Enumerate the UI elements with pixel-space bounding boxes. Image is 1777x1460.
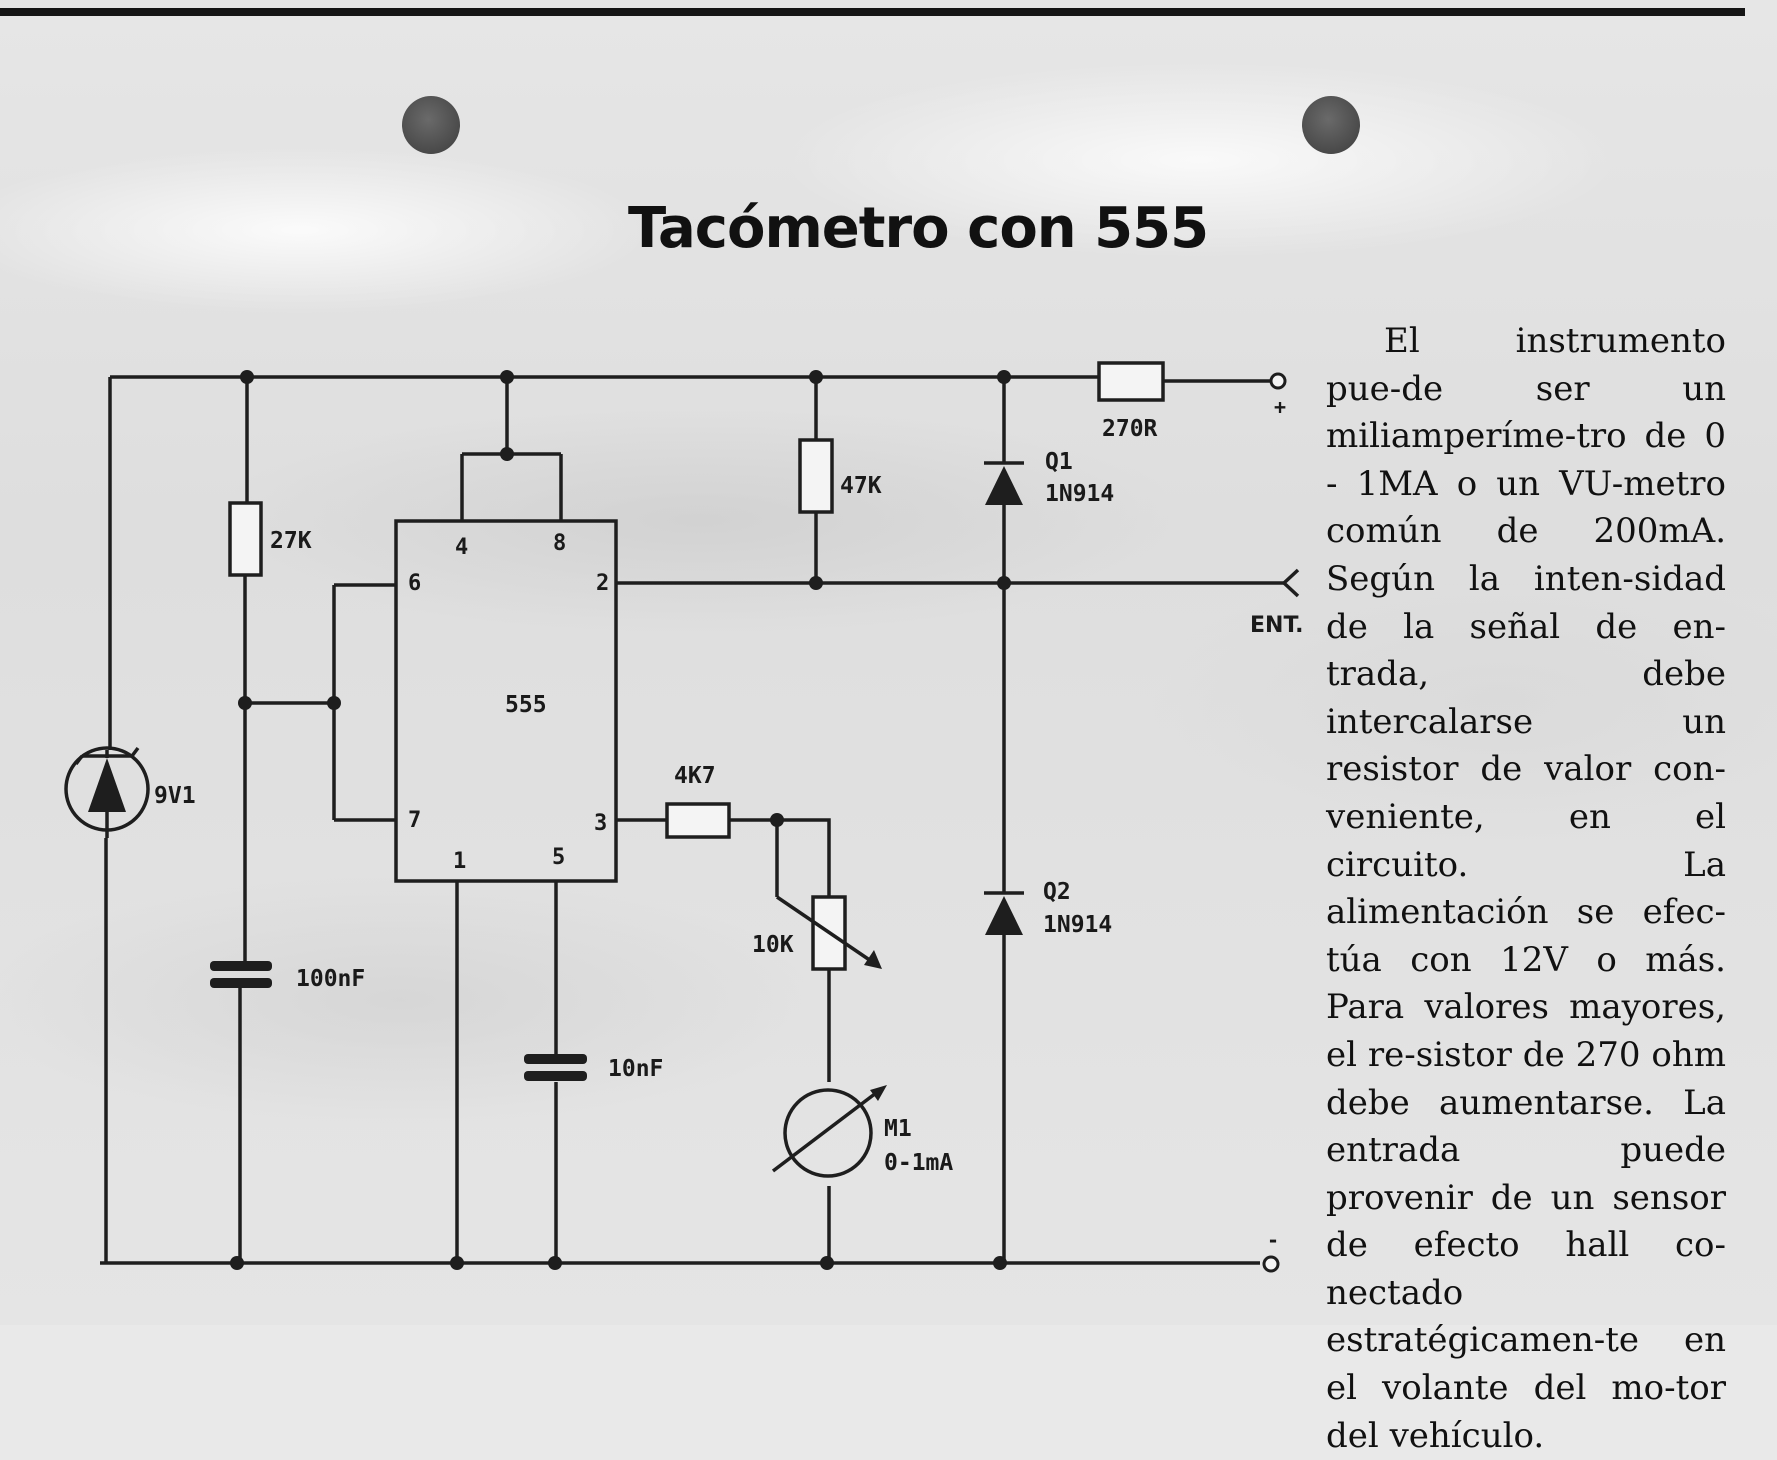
- circuit-schematic: 555 6 7 4 8 2 3 1 5 27K 47K 270R 4K7 10K…: [64, 361, 1303, 1273]
- c10nf-label: 10nF: [608, 1056, 663, 1082]
- pins-1-5-wires: [455, 881, 558, 1263]
- capacitor-10nf-bottom: [524, 1071, 587, 1081]
- input-label: ENT.: [1250, 613, 1303, 638]
- zener-triangle: [88, 758, 126, 812]
- r4k7-label: 4K7: [674, 763, 716, 789]
- meter-m1: [783, 1088, 873, 1178]
- r27k-label: 27K: [270, 528, 312, 554]
- meter-range-label: 0-1mA: [884, 1150, 953, 1176]
- resistor-4k7: [665, 802, 731, 839]
- pin-1-label: 1: [453, 849, 466, 874]
- r27k-column-wire: [238, 377, 249, 1263]
- q1-name-label: Q1: [1045, 449, 1073, 475]
- page-title: Tacómetro con 555: [628, 196, 1209, 261]
- plus-label: +: [1274, 395, 1286, 419]
- output-wires: [616, 818, 831, 1263]
- q1-part-label: 1N914: [1045, 481, 1114, 507]
- r47k-label: 47K: [840, 473, 882, 499]
- meter-needle: [771, 1088, 882, 1173]
- q2-part-label: 1N914: [1043, 912, 1112, 938]
- r270-label: 270R: [1102, 416, 1158, 442]
- resistor-270r: [1097, 361, 1165, 402]
- ic-label: 555: [505, 692, 547, 718]
- input-terminal: [1281, 568, 1300, 598]
- meter-name-label: M1: [884, 1116, 912, 1142]
- binder-hole-right: [1302, 96, 1360, 154]
- diode-q1: [985, 466, 1023, 505]
- pin-2-label: 2: [596, 571, 609, 596]
- minus-label: -: [1267, 1228, 1279, 1252]
- pin-4-label: 4: [455, 535, 468, 560]
- positive-terminal: [1269, 372, 1287, 390]
- paper-background: [0, 0, 1777, 1325]
- c100nf-label: 100nF: [296, 966, 365, 992]
- pin-5-label: 5: [552, 845, 565, 870]
- negative-terminal: [1262, 1255, 1280, 1273]
- pin-3-label: 3: [594, 811, 607, 836]
- capacitor-100nf-top: [210, 961, 272, 971]
- resistor-27k: [228, 501, 263, 577]
- capacitor-100nf-bottom: [210, 978, 272, 988]
- pin-8-label: 8: [553, 531, 566, 556]
- diode-q2: [985, 896, 1023, 935]
- pins-6-7-wires: [245, 583, 396, 822]
- zener-label: 9V1: [154, 783, 196, 809]
- capacitor-10nf-top: [524, 1054, 587, 1064]
- potentiometer-wiper: [776, 895, 875, 965]
- binder-hole-left: [402, 96, 460, 154]
- pot10k-label: 10K: [752, 932, 794, 958]
- top-rule: [0, 8, 1745, 16]
- junction-dots: [230, 370, 1011, 1270]
- description-text: El instrumento pue-de ser un miliamperím…: [1326, 321, 1726, 1456]
- zener-wires: [104, 377, 112, 1263]
- resistor-47k: [798, 438, 834, 514]
- ic-555-body: [394, 519, 618, 883]
- pin-7-label: 7: [408, 808, 421, 833]
- q2-name-label: Q2: [1043, 879, 1071, 905]
- pin-6-label: 6: [408, 571, 421, 596]
